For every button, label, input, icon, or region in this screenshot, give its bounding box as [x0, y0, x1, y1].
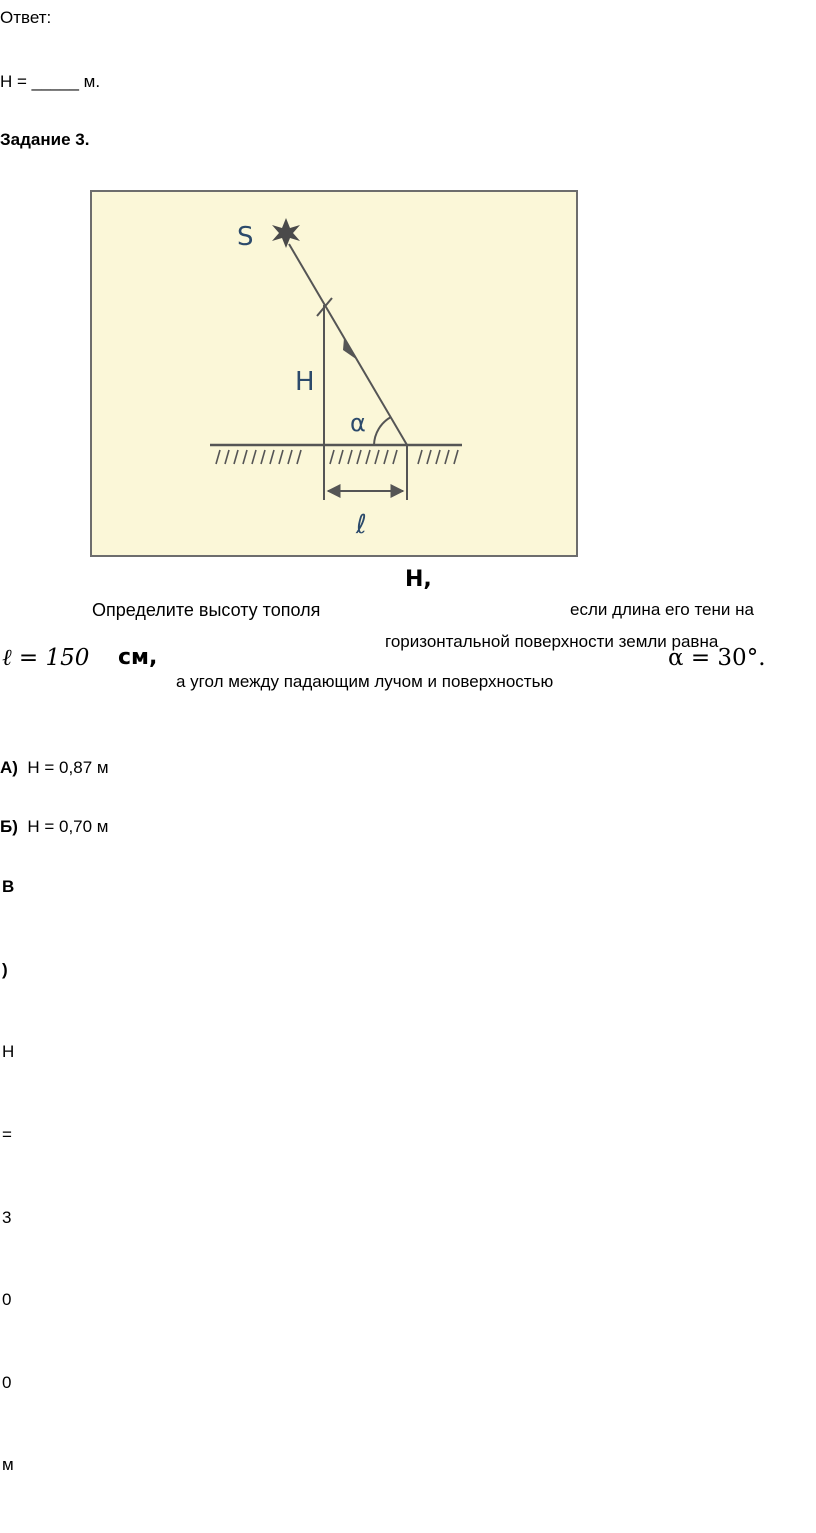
question-part3: горизонтальной поверхности земли равна: [385, 632, 719, 651]
option-b-text: H = 0,70 м: [27, 817, 109, 836]
var-h: H,: [405, 567, 432, 592]
question-part1: Определите высоту тополя: [92, 600, 321, 620]
option-a-label: А): [0, 758, 18, 777]
option-a-text: H = 0,87 м: [27, 758, 109, 777]
option-b-label: Б): [0, 817, 18, 836]
option-c-label-char: В: [2, 877, 15, 896]
source-label: S: [237, 222, 254, 252]
angle-label: α: [350, 409, 366, 437]
height-label: H: [295, 367, 315, 397]
task-title: Задание 3.: [0, 130, 90, 149]
physics-figure: S H α ℓ: [90, 190, 578, 557]
option-c-text-char: 3: [2, 1208, 12, 1227]
option-c-text-char: Н: [2, 1042, 15, 1061]
answer-line: H = _____ м.: [0, 72, 101, 91]
option-a: А) H = 0,87 м: [0, 758, 109, 778]
ground-hatching: [215, 449, 459, 465]
star-icon: [272, 218, 300, 248]
angle-arc: [373, 416, 392, 446]
question-part4: а угол между падающим лучом и поверхност…: [176, 672, 554, 691]
answer-label: Ответ:: [0, 8, 52, 27]
option-c-label-char: ): [2, 960, 8, 979]
ell-equation: ℓ = 150: [2, 645, 90, 671]
length-label: ℓ: [355, 510, 367, 540]
question-part2: если длина его тени на: [570, 600, 754, 619]
option-c-text-char: =: [2, 1125, 12, 1144]
ell-unit: см,: [118, 645, 158, 670]
option-c-text-char: 0: [2, 1290, 12, 1309]
ray-arrowhead: [343, 338, 356, 359]
option-b: Б) H = 0,70 м: [0, 817, 109, 837]
alpha-equation: α = 30°.: [668, 645, 766, 671]
ray-tick: [316, 297, 333, 317]
option-c-text-char: 0: [2, 1373, 12, 1392]
option-c-text-char: м: [2, 1455, 14, 1474]
shadow-diagram: S H α ℓ: [210, 218, 462, 540]
light-ray: [288, 243, 408, 446]
